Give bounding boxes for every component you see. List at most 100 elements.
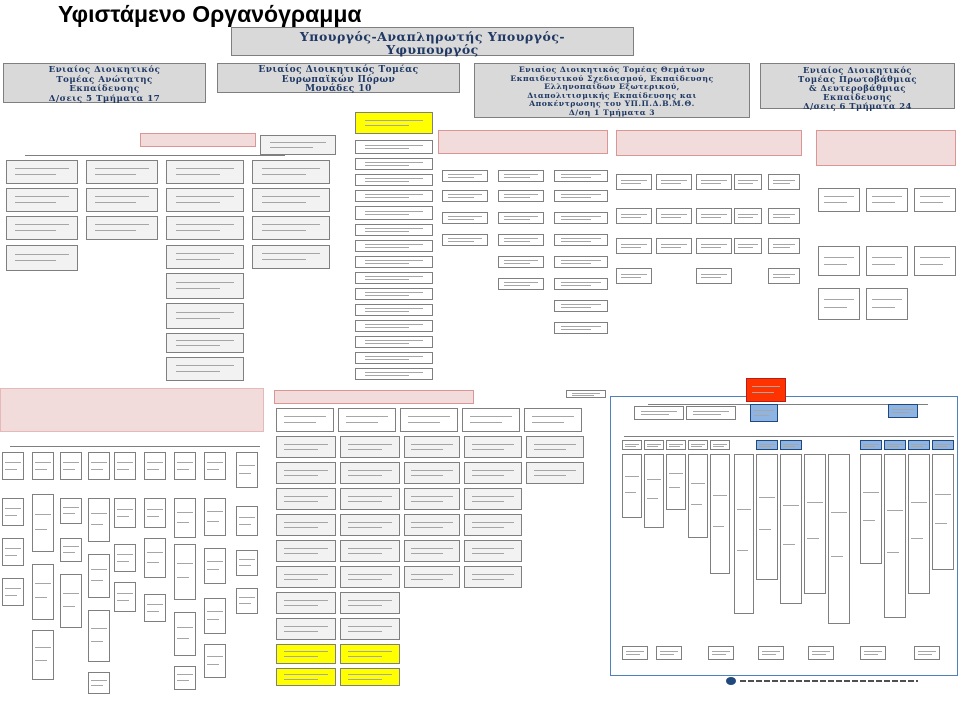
unit-line: Ενιαίος Διοικητικός [48,65,161,75]
chart-box [734,454,754,614]
chart-box [616,238,652,254]
chart-box [656,208,692,224]
chart-box [696,238,732,254]
chart-box [32,494,54,552]
minister-banner-line-2: Υφυπουργός [386,42,479,57]
chart-box [252,216,330,240]
chart-header [616,130,802,156]
chart-box [860,440,882,450]
chart-box [338,408,396,432]
unit-line: Ενιαίος Διοικητικός Τομέας Θεμάτων [518,65,706,74]
unit-line: Εκπαίδευσης [69,84,140,94]
page-title: Υφιστάμενο Οργανόγραμμα [58,1,362,27]
chart-box [828,454,850,624]
chart-box [88,498,110,542]
chart-box [355,336,433,348]
chart-box [204,452,226,480]
chart-box [340,668,400,686]
unit-line: Διαπολιτισμικής Εκπαίδευσης και [527,90,697,100]
chart-box [32,630,54,680]
chart-box [400,408,458,432]
orgchart-thumbnail-d [612,128,806,298]
chart-box [808,646,834,660]
chart-box [884,440,906,450]
chart-box [464,488,522,510]
chart-box [404,540,460,562]
chart-box [656,238,692,254]
chart-box [340,436,400,458]
unit-line: Ενιαίος Διοικητικός Τομέας [258,65,419,75]
orgchart-thumbnail-h [608,374,960,676]
chart-box [340,462,400,484]
chart-box [204,548,226,584]
chart-box [908,440,930,450]
orgchart-thumbnail-b [352,110,436,385]
chart-box [768,208,800,224]
chart-header [438,130,608,154]
chart-box [404,566,460,588]
chart-box [340,488,400,510]
chart-box [442,234,488,246]
chart-box [464,514,522,536]
chart-box [236,452,258,488]
chart-box [860,646,886,660]
chart-box [174,612,196,656]
chart-box [276,668,336,686]
chart-box [734,208,762,224]
chart-box [622,454,642,518]
chart-box [86,216,158,240]
chart-box [644,454,664,528]
chart-box [866,288,908,320]
chart-box [498,170,544,182]
chart-box [688,440,708,450]
chart-box [888,404,918,418]
chart-box [566,390,606,398]
chart-box [932,454,954,570]
chart-box [276,592,336,614]
chart-box [666,440,686,450]
chart-box [144,498,166,528]
chart-box [734,238,762,254]
minister-banner-line-1: Υπουργός-Αναπληρωτής Υπουργός- [299,29,566,44]
chart-box [498,256,544,268]
chart-box [355,174,433,186]
chart-box [276,462,336,484]
chart-box [526,436,584,458]
chart-box [355,206,433,220]
chart-box [174,666,196,690]
chart-box [88,610,110,662]
chart-box [166,303,244,329]
chart-box [666,454,686,510]
chart-box [204,598,226,634]
chart-box [355,256,433,268]
unit-banner-primary-secondary: Ενιαίος Διοικητικός Τομέας Πρωτοβάθμιας … [760,63,955,111]
chart-box [914,646,940,660]
orgchart-thumbnail-e [812,128,960,323]
chart-box [734,174,762,190]
chart-box [276,540,336,562]
chart-box [355,140,433,154]
chart-box [166,333,244,353]
chart-box [144,538,166,578]
chart-box [144,594,166,622]
chart-box [114,452,136,480]
chart-box [340,592,400,614]
unit-line: Δ/ση 1 Τμήματα 3 [568,107,656,117]
chart-box [355,240,433,252]
chart-box [174,452,196,480]
chart-box [60,452,82,480]
chart-box [756,440,778,450]
chart-box [554,190,608,202]
chart-box [236,506,258,536]
unit-line: Ενιαίος Διοικητικός [802,65,913,75]
chart-box [260,135,336,155]
chart-box [498,190,544,202]
chart-header [274,390,474,404]
chart-box [866,188,908,212]
chart-box [804,454,826,594]
chart-box [166,188,244,212]
chart-box [696,268,732,284]
chart-box [442,212,488,224]
chart-box [686,406,736,420]
chart-box [554,322,608,334]
